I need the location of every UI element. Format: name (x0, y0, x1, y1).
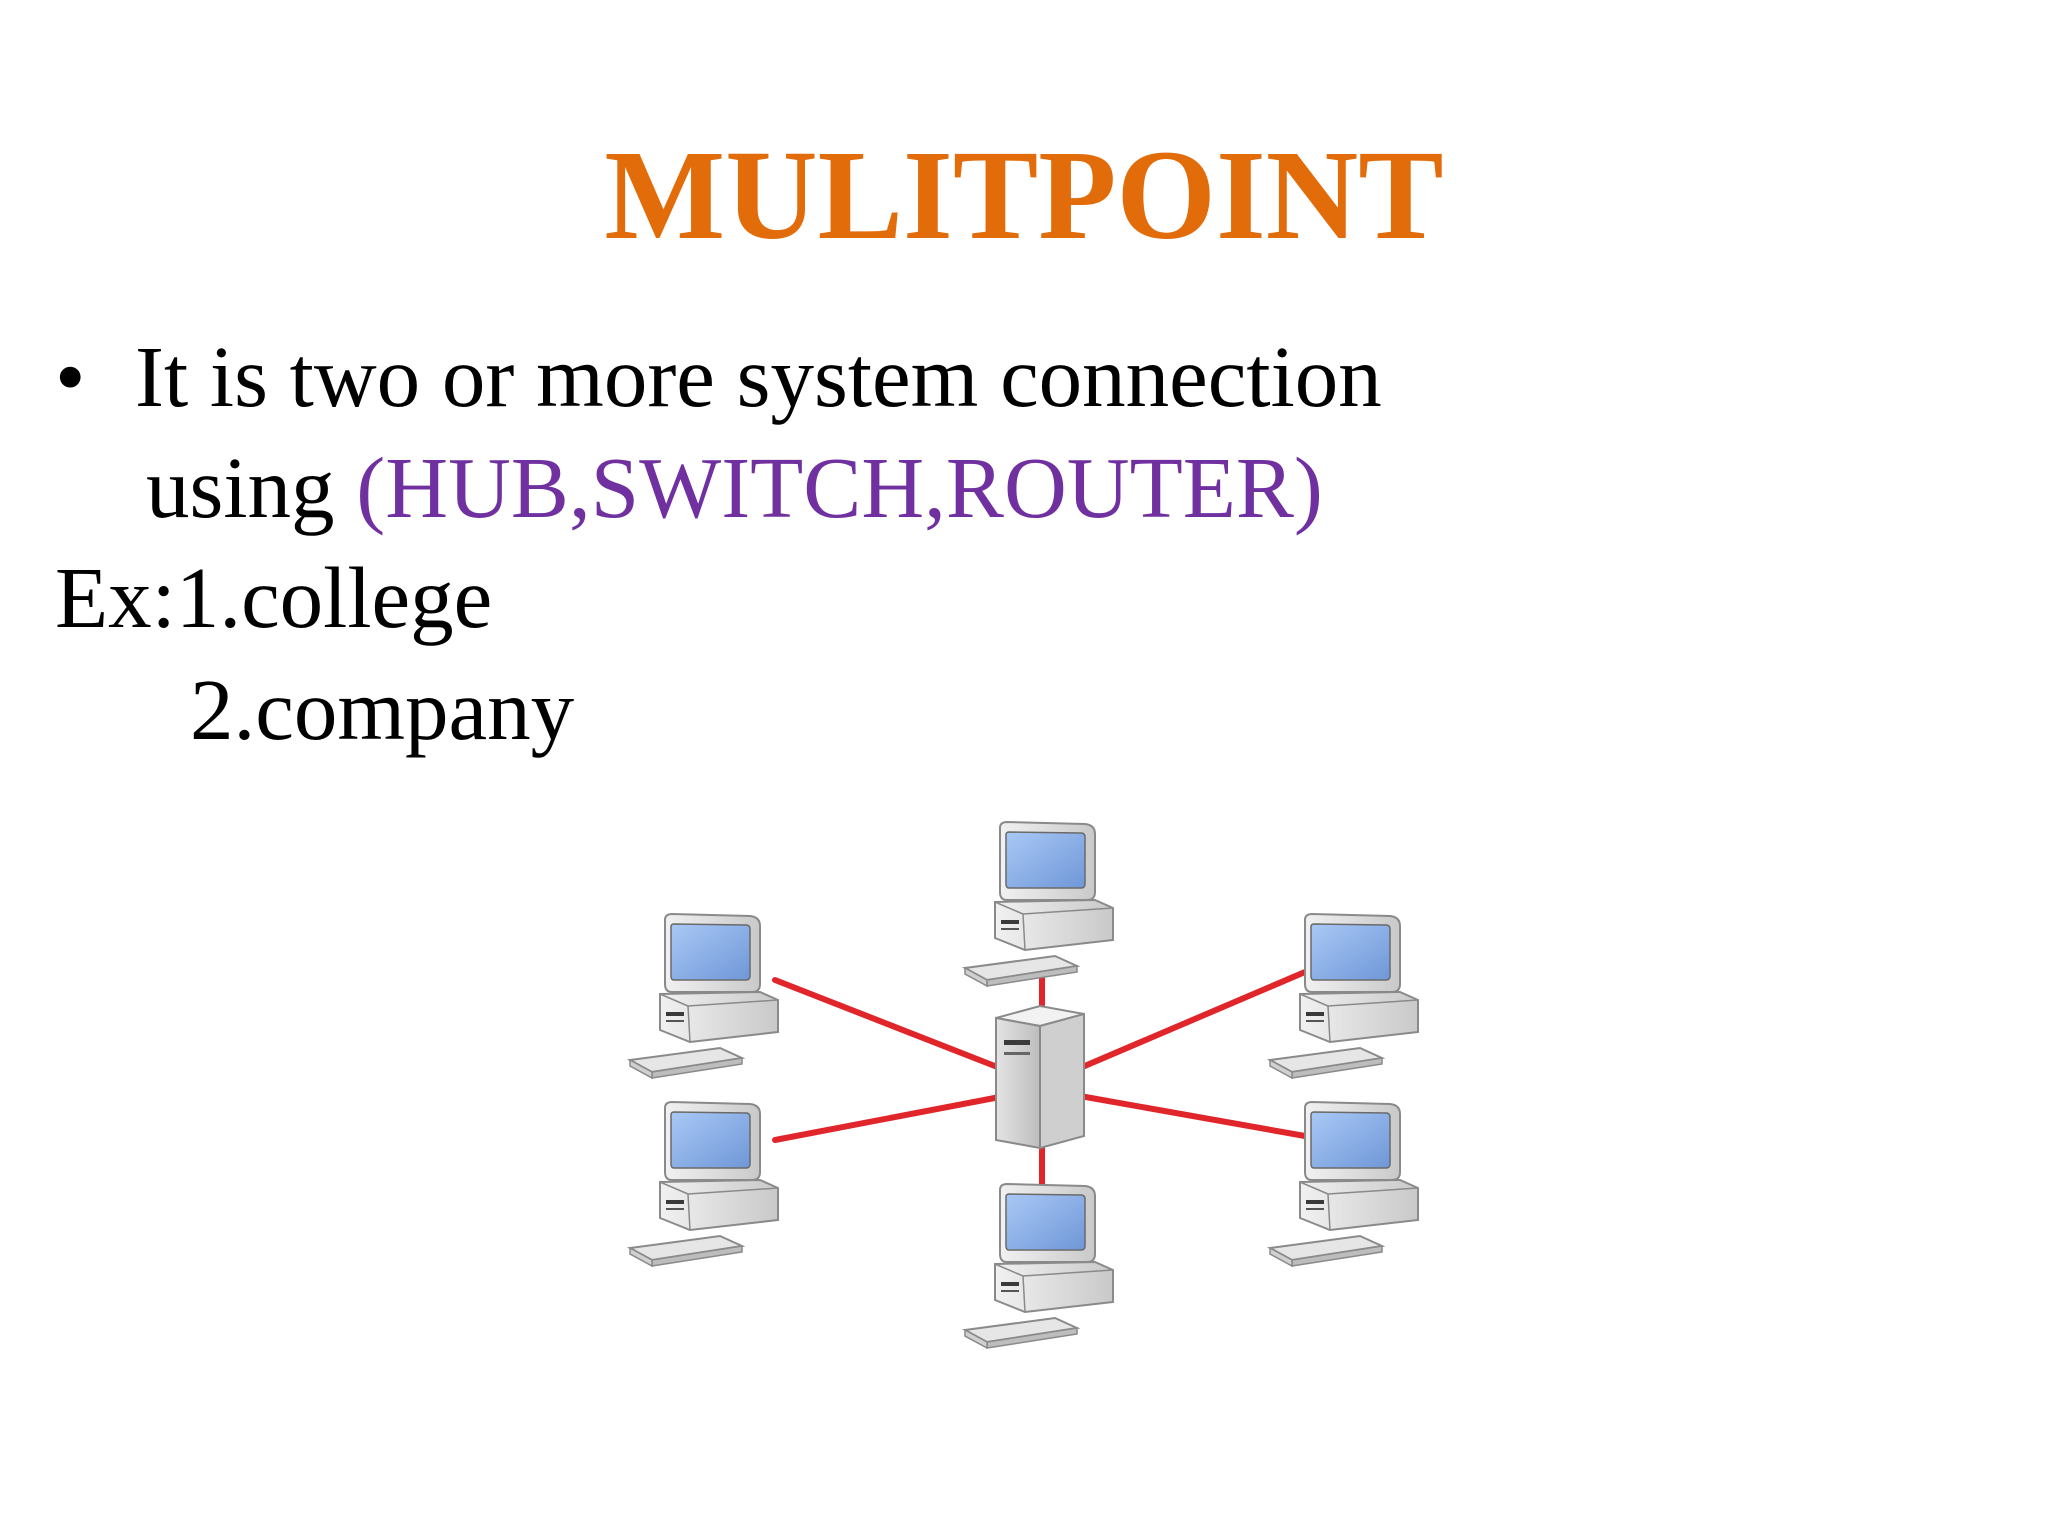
computer-icon (964, 821, 1114, 987)
example-college: Ex:1.college (55, 549, 493, 646)
bullet-marker: • (55, 328, 86, 425)
link-lower-right (1077, 1093, 1308, 1139)
link-upper-right (1077, 969, 1308, 1071)
multipoint-network-diagram (629, 821, 1419, 1349)
device-list-highlight: (HUB,SWITCH,ROUTER) (356, 439, 1323, 536)
example-company: 2.company (190, 661, 575, 758)
bullet-text-prefix: using (146, 439, 357, 536)
computer-icon (1269, 913, 1419, 1079)
computer-icon (629, 913, 779, 1079)
computer-icon (964, 1183, 1114, 1349)
bullet-continuation: using (HUB,SWITCH,ROUTER) (146, 438, 1323, 538)
computer-icon (1269, 1101, 1419, 1267)
link-upper-left (772, 977, 1008, 1073)
computer-icon (629, 1101, 779, 1267)
bullet-text-line1: It is two or more system connection (135, 328, 1382, 425)
bullet-item: • It is two or more system connection (55, 327, 1382, 427)
network-links (772, 957, 1308, 1188)
slide-title: MULITPOINT (604, 124, 1444, 266)
link-lower-left (772, 1093, 1008, 1143)
server-tower-icon (995, 1004, 1085, 1150)
